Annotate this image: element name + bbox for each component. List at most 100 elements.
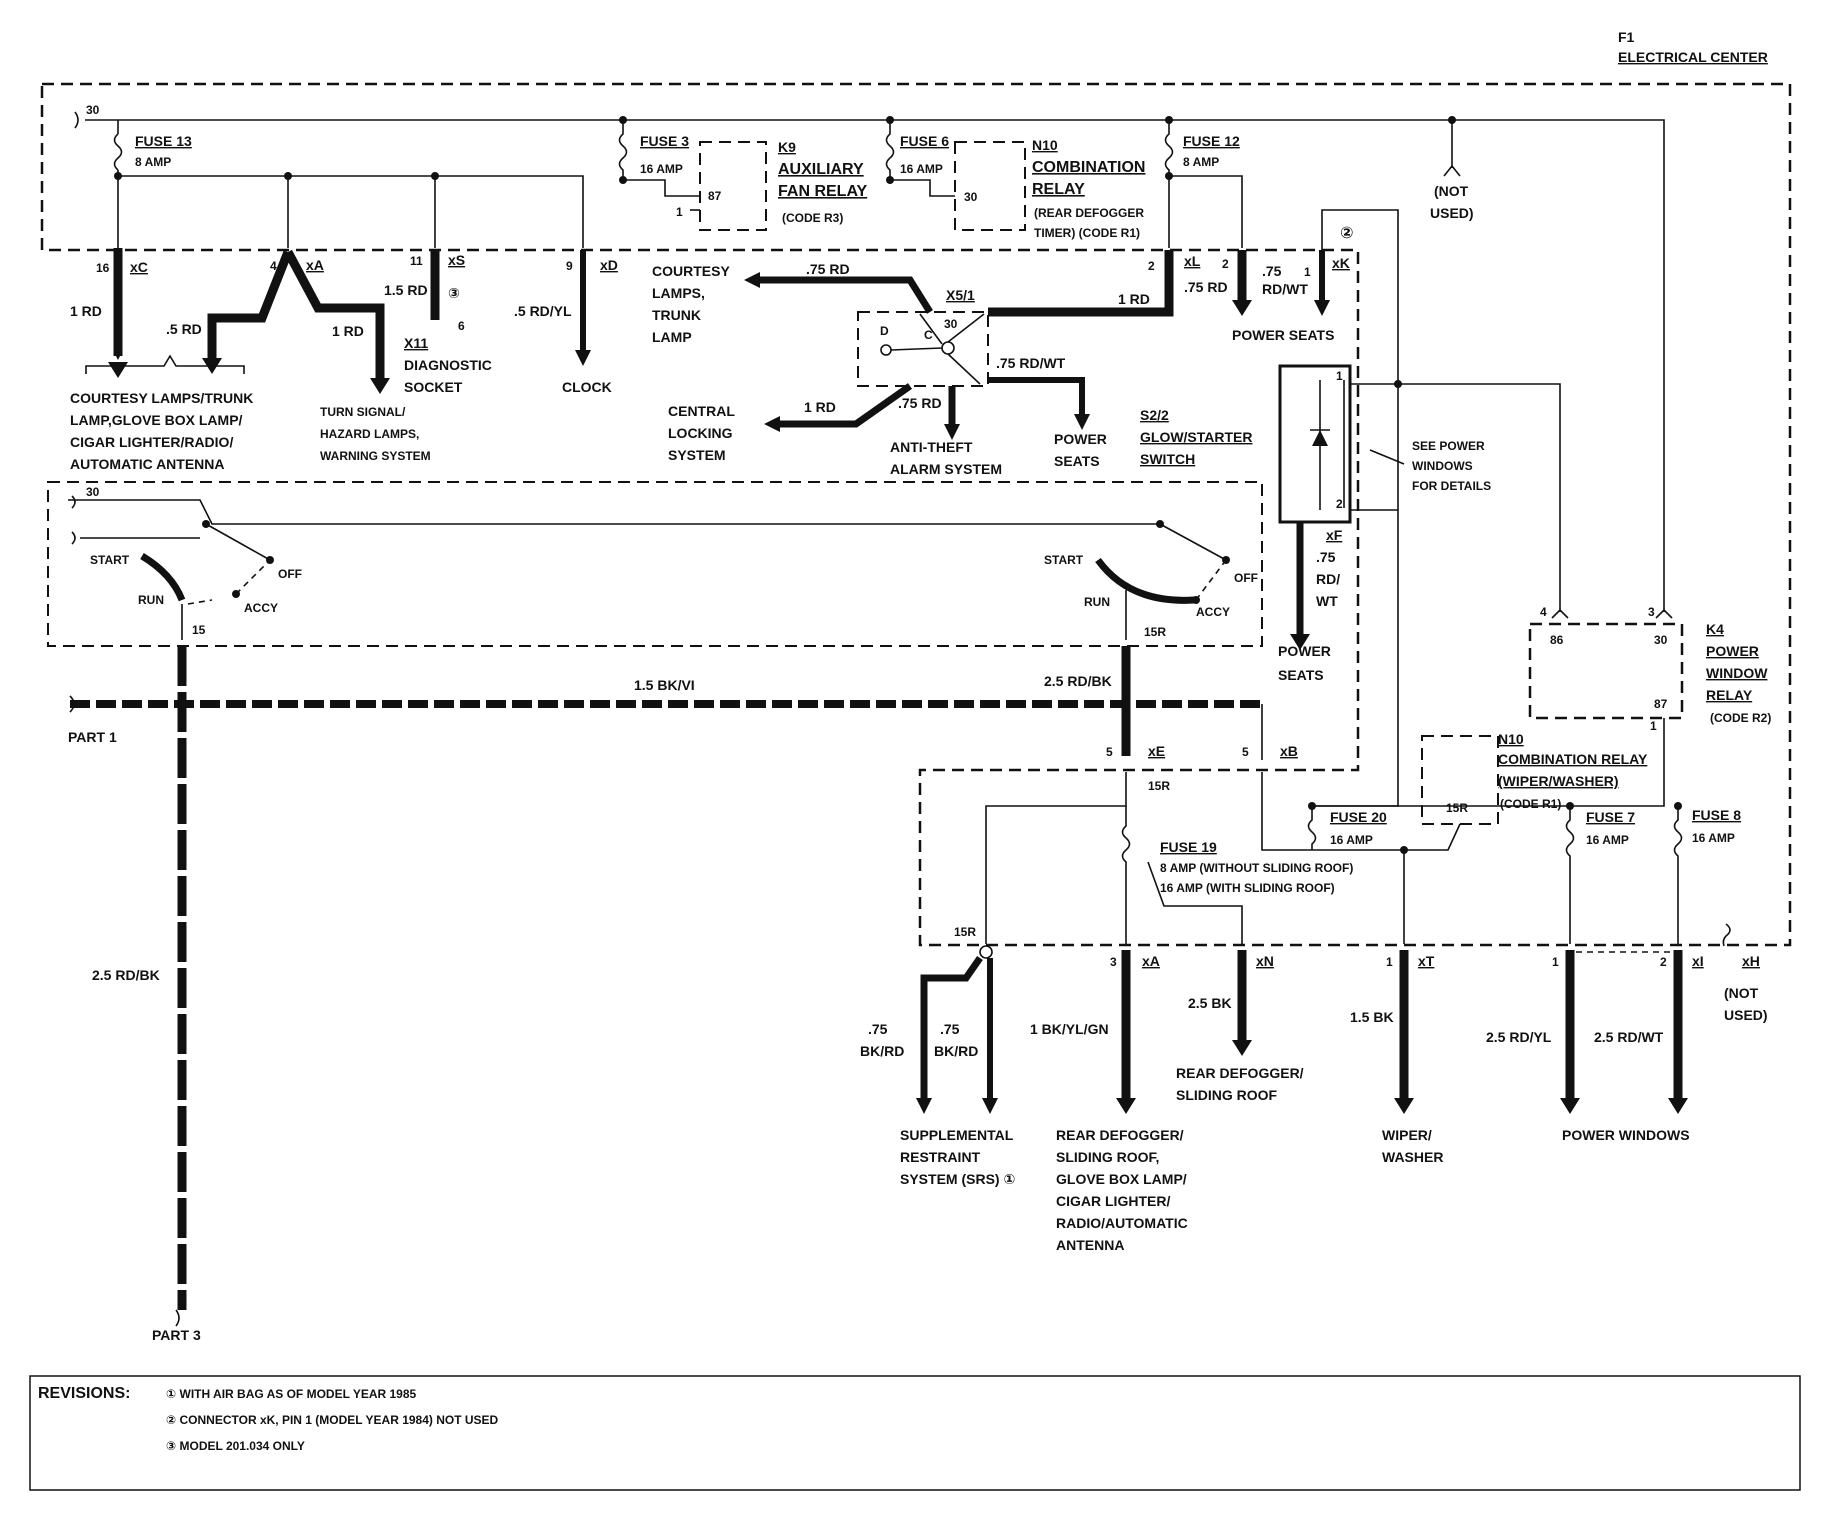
xT-pin: 1	[1386, 955, 1393, 969]
n10a-line2: RELAY	[1032, 181, 1085, 198]
srs-b-l2: BK/RD	[934, 1043, 978, 1059]
srs-a-l1: .75	[868, 1021, 888, 1037]
xI2-pin: 2	[1660, 955, 1667, 969]
rds-line1: REAR DEFOGGER/	[1176, 1065, 1304, 1081]
rd-line5: RADIO/AUTOMATIC	[1056, 1215, 1188, 1231]
k9-pin-87: 87	[708, 189, 722, 203]
srs-line1: SUPPLEMENTAL	[900, 1127, 1014, 1143]
fuse3-name: FUSE 3	[640, 133, 689, 149]
xA-bot-wire: 1 BK/YL/GN	[1030, 1021, 1109, 1037]
k4-code: (CODE R2)	[1710, 711, 1771, 725]
n10a-id: N10	[1032, 137, 1058, 153]
xS-name: xS	[448, 252, 465, 268]
ign-terminal-30: 30	[86, 485, 100, 499]
revision-1: ① WITH AIR BAG AS OF MODEL YEAR 1985	[166, 1387, 417, 1401]
xK-name: xK	[1332, 255, 1350, 271]
bus-terminal-30: 30	[86, 103, 100, 117]
ct-line2: LAMPS,	[652, 285, 705, 301]
ign-off-left: OFF	[278, 567, 302, 581]
xK-rev: ②	[1340, 225, 1354, 242]
xA-top-wire-a: .5 RD	[166, 321, 202, 337]
part3-harness: 2.5 RD/BK PART 3	[92, 646, 201, 1343]
n10b-pin: 15R	[1446, 801, 1468, 815]
k9-code: (CODE R3)	[782, 211, 843, 225]
srs-b-l1: .75	[940, 1021, 960, 1037]
lower-fuse-panel: FUSE 19 8 AMP (WITHOUT SLIDING ROOF) 16 …	[985, 612, 1741, 947]
x11-pin: 6	[458, 319, 465, 333]
turn-line2: HAZARD LAMPS,	[320, 427, 419, 441]
xE-pin: 5	[1106, 745, 1113, 759]
ps-top-dest: POWER SEATS	[1232, 327, 1334, 343]
at-line2: ALARM SYSTEM	[890, 461, 1002, 477]
fuse12-rating: 8 AMP	[1183, 155, 1219, 169]
xD-pin: 9	[566, 259, 573, 273]
n10b-line1: COMBINATION RELAY	[1498, 751, 1648, 767]
fuse-12: FUSE 12 8 AMP	[1164, 120, 1243, 248]
ign-run-left: RUN	[138, 593, 164, 607]
xI-name: xI	[1692, 953, 1704, 969]
fuse-3: FUSE 3 16 AMP	[618, 120, 700, 197]
s2-2-glow-starter-switch: 1 2 S2/2 GLOW/STARTER SWITCH SEE POWER W…	[1140, 364, 1561, 612]
fuse8-rating: 16 AMP	[1692, 831, 1735, 845]
xL-wire: .75 RD	[1184, 279, 1228, 295]
xC-pin: 16	[96, 261, 110, 275]
ct-line3: TRUNK	[652, 307, 701, 323]
xT-name: xT	[1418, 953, 1435, 969]
x5-pin-d: D	[880, 324, 889, 338]
xS-rev: ③	[448, 285, 460, 301]
rds-line2: SLIDING ROOF	[1176, 1087, 1278, 1103]
part1-wire: 1.5 BK/VI	[634, 677, 695, 693]
xB-name: xB	[1280, 743, 1298, 759]
k4-power-window-relay: 4 3 86 30 87 K4 POWER WINDOW RELAY (CODE…	[1312, 605, 1771, 807]
xC-wire: 1 RD	[70, 303, 102, 319]
cl-line3: SYSTEM	[668, 447, 726, 463]
courtesy-wire: .75 RD	[806, 261, 850, 277]
connector-xF: xF .75 RD/ WT POWER SEATS	[1278, 522, 1343, 683]
ps-mid-line2: SEATS	[1054, 453, 1100, 469]
ign-out-15: 15	[192, 623, 206, 637]
fuse19-rating-b: 16 AMP (WITH SLIDING ROOF)	[1160, 881, 1335, 895]
xE-wire: 2.5 RD/BK	[1044, 673, 1112, 689]
xF-name: xF	[1326, 527, 1343, 543]
xS-pin: 11	[410, 254, 423, 268]
xI1-pin: 1	[1552, 955, 1559, 969]
courtesy-line2: LAMP,GLOVE BOX LAMP/	[70, 412, 243, 428]
bus-to-k4	[1452, 119, 1665, 612]
k4-term-4: 4	[1540, 605, 1547, 619]
ps-right-line1: POWER	[1278, 643, 1331, 659]
ps-mid-line1: POWER	[1054, 431, 1107, 447]
xD-name: xD	[600, 257, 618, 273]
f1-id: F1	[1618, 29, 1635, 45]
xA-bot-name: xA	[1142, 953, 1160, 969]
connector-xL: 2 xL .75 RD 1 RD	[988, 250, 1228, 317]
xC-name: xC	[130, 259, 148, 275]
turn-line1: TURN SIGNAL/	[320, 405, 406, 419]
s22-line1: GLOW/STARTER	[1140, 429, 1253, 445]
xK-pin-a: 2	[1222, 257, 1229, 271]
fuse7-name: FUSE 7	[1586, 809, 1635, 825]
fuse20-name: FUSE 20	[1330, 809, 1387, 825]
ww-line1: WIPER/	[1382, 1127, 1432, 1143]
xT-wire: 1.5 BK	[1350, 1009, 1394, 1025]
connector-xK: 2 1 xK .75 RD/WT ② POWER SEATS	[1222, 209, 1399, 612]
rd-line2: SLIDING ROOF,	[1056, 1149, 1159, 1165]
srs-line3: SYSTEM (SRS) ①	[900, 1171, 1015, 1187]
fuse6-rating: 16 AMP	[900, 162, 943, 176]
k4-pin-30: 30	[1654, 633, 1668, 647]
x5-1-splice: X5/1 D C 30	[857, 287, 989, 387]
n10b-code: (CODE R1)	[1500, 797, 1561, 811]
fuse20-rating: 16 AMP	[1330, 833, 1373, 847]
ww-line2: WASHER	[1382, 1149, 1443, 1165]
xF-wire-l2: RD/	[1316, 571, 1340, 587]
xN-wire: 2.5 BK	[1188, 995, 1232, 1011]
courtesy-line4: AUTOMATIC ANTENNA	[70, 456, 225, 472]
xS-wire: 1.5 RD	[384, 282, 428, 298]
part1-harness: 1.5 BK/VI PART 1	[68, 677, 1263, 745]
fuse7-rating: 16 AMP	[1586, 833, 1629, 847]
fuse13-rating: 8 AMP	[135, 155, 171, 169]
clock-destination: CLOCK	[562, 379, 612, 395]
k4-pin-86: 86	[1550, 633, 1564, 647]
k4-pin-87: 87	[1654, 697, 1668, 711]
s22-id: S2/2	[1140, 407, 1169, 423]
